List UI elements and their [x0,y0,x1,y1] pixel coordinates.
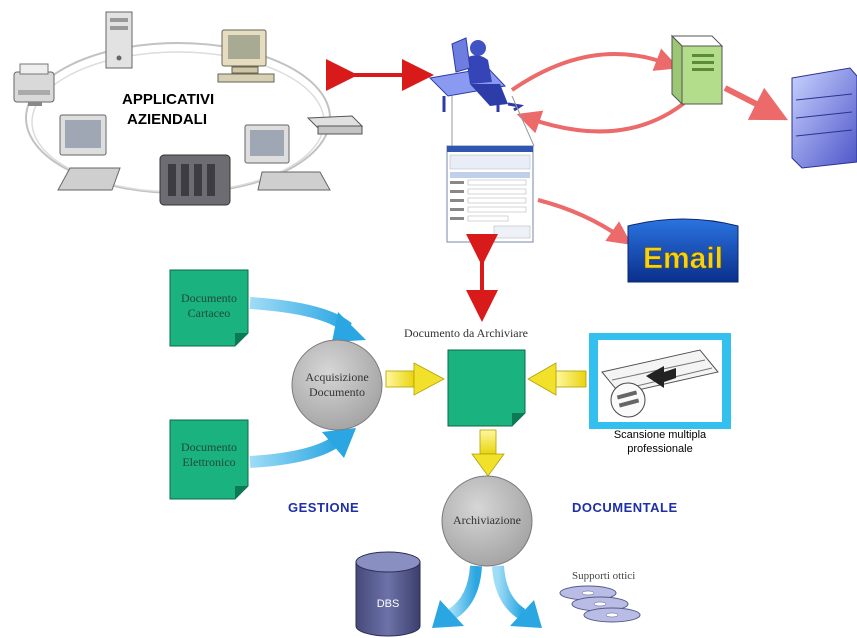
desktop-computer-icon [217,29,275,83]
electronic-document-shape [169,419,249,500]
electronic-document-label-line2: Elettronico [182,455,236,469]
operator-to-server-arrow [510,48,680,92]
archiving-label: Archiviazione [453,513,521,527]
scanner-label-line2: professionale [627,443,693,455]
document-to-archiving-arrow [471,429,505,477]
tower-server-icon [105,11,133,69]
paper-arrow-head [332,312,366,342]
archive-document-label: Documento da Archiviare [404,326,528,340]
db-arrow-head [432,600,464,628]
acquisition-to-document-arrow [385,362,445,396]
network-hub-icon [306,115,364,135]
acquisition-label-line2: Documento [309,385,365,399]
network-title-line2: AZIENDALI [127,111,207,128]
server-to-printer-arrow [723,85,789,121]
scanner-label: Scansione multipla professionale [595,428,725,456]
optical-arrow-head [510,600,542,628]
server-to-operator-arrow [516,98,690,134]
paper-document-label: Documento Cartaceo [170,291,248,321]
form-to-email-arrow [537,198,632,245]
archiving-to-optical-arrow [492,565,526,620]
section-title-left: GESTIONE [288,500,359,515]
archive-document-shape [447,349,526,427]
application-form-thumbnail [446,95,535,243]
acquisition-label-line1: Acquisizione [305,370,369,384]
acquisition-label: Acquisizione Documento [292,370,382,400]
scanner-image [589,333,731,429]
printer-device-icon [13,63,55,106]
archiving-to-db-arrow [448,565,482,620]
large-printer-icon [791,67,857,169]
acquisition-circle [291,339,383,431]
email-icon: Email [627,218,739,283]
scanner-to-document-arrow [527,362,587,396]
database-cylinder [355,551,421,637]
archiving-circle [441,475,533,567]
monitor-right-icon [244,124,331,191]
optical-supports-label: Supporti ottici [572,570,636,582]
electronic-document-label-line1: Documento [181,440,237,454]
database-label: DBS [376,598,400,610]
network-title-line1: APPLICATIVI [122,91,214,108]
paper-document-shape [169,269,249,347]
section-title-right: DOCUMENTALE [572,500,678,515]
paper-document-label-line2: Cartaceo [187,306,231,320]
scanner-label-line1: Scansione multipla [613,429,707,441]
electronic-arrow-head [322,428,356,458]
monitor-left-icon [57,114,121,191]
electronic-document-label: Documento Elettronico [170,440,248,470]
operator-workstation-icon [428,37,524,112]
optical-discs-icon [559,585,641,623]
paper-to-acquisition-arrow [249,297,352,333]
electronic-to-acquisition-arrow [249,435,342,468]
email-label: Email [643,242,723,275]
green-server-icon [670,34,724,106]
paper-document-label-line1: Documento [181,291,237,305]
rack-server-icon [159,154,231,206]
